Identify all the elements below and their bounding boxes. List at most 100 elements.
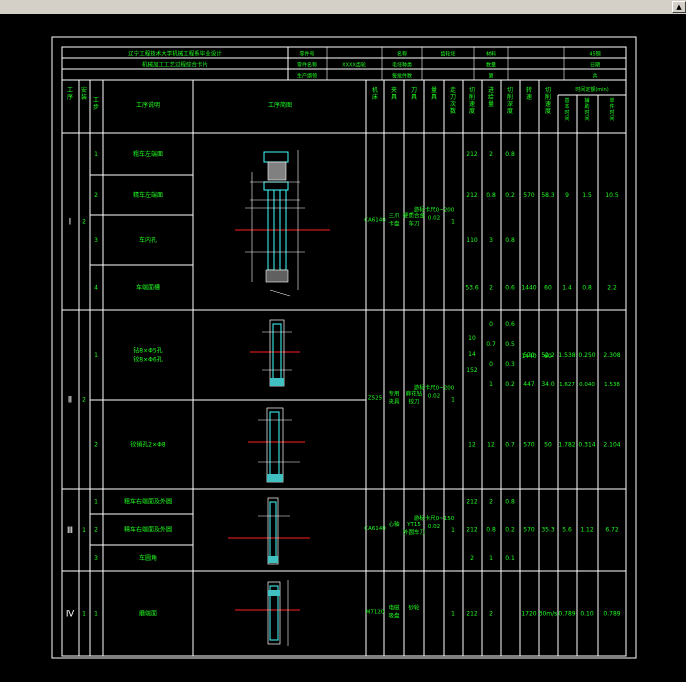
col-vc: 速 [545, 101, 551, 108]
sketch-process-2a [250, 319, 300, 387]
col-rpm: 速 [526, 94, 532, 101]
tool-value: 车刀 [408, 220, 419, 228]
feed-value: 1 [489, 381, 493, 388]
col-content: 工序说明 [136, 101, 160, 109]
rpm-value: 447 [523, 381, 535, 388]
process-number: Ⅰ [69, 218, 72, 228]
title-block-cell: XXXX齿轮 [342, 62, 366, 69]
title-block-cell: 齿轮坯 [440, 51, 455, 58]
vc-value: 60 [544, 353, 552, 360]
feed-value: 3 [489, 237, 493, 244]
t3-value: 2.308 [603, 352, 620, 359]
school-title: 辽宁工程技术大学机械工程系毕业设计 [128, 50, 222, 58]
feed-value: 0 [489, 361, 493, 368]
col-process: 工 [67, 87, 73, 94]
col-t2: 时 [584, 109, 589, 116]
t1-value: 1.4 [562, 285, 572, 292]
process-card-drawing: 辽宁工程技术大学机械工程系毕业设计 机械加工工艺过程综合卡片 零件号名称齿轮坯材… [51, 36, 637, 659]
step-number: 3 [94, 237, 98, 244]
speed-value: 212 [466, 611, 478, 618]
t2-value: 0.250 [578, 352, 595, 359]
measure-value: 0.02 [428, 216, 440, 222]
col-feed: 给 [488, 93, 494, 101]
col-rpm: 转 [526, 86, 532, 94]
title-block-cell: 每批件数 [392, 73, 412, 80]
col-fixture: 具 [391, 94, 397, 101]
step-number: 2 [94, 442, 98, 449]
t3-value: 0.789 [603, 611, 620, 618]
cad-canvas[interactable]: 辽宁工程技术大学机械工程系毕业设计 机械加工工艺过程综合卡片 零件号名称齿轮坯材… [0, 14, 686, 682]
step-content: 铰8×Φ6孔 [133, 356, 162, 364]
t3-value: 2.2 [607, 285, 617, 292]
depth-value: 0.2 [505, 381, 515, 388]
process-number: Ⅳ [66, 610, 75, 620]
col-t1: 时 [564, 109, 569, 116]
feed-value: 2 [489, 151, 493, 158]
col-t1: 间 [564, 115, 569, 122]
measure-value: 0.02 [428, 524, 440, 530]
feed-value: 2 [489, 611, 493, 618]
col-passes: 刀 [450, 94, 456, 101]
depth-value: 0.8 [505, 499, 515, 506]
title-block-cell: 第 [488, 73, 493, 80]
row-separators [62, 174, 626, 572]
setup-number: 1 [82, 527, 86, 534]
vc-value: 52.2 [541, 352, 555, 359]
title-block-cell: 材料 [486, 51, 496, 58]
speed-value: 212 [466, 192, 478, 199]
machine-value: CA6140 [364, 526, 386, 532]
fixture-value: 三爪 [388, 213, 400, 220]
t2-value: 0.10 [580, 611, 594, 618]
col-fixture: 夹 [391, 86, 397, 94]
col-tool: 刀 [411, 87, 417, 94]
col-t2: 辅 [584, 97, 589, 104]
step-number: 1 [94, 151, 98, 158]
fixture-value: 电磁 [388, 604, 400, 612]
tool-value: YT15 [406, 522, 421, 528]
fixture-value: 吸盘 [388, 612, 400, 620]
col-t3: 件 [609, 103, 614, 110]
feed-value: 12 [487, 442, 495, 449]
process-number: Ⅲ [67, 526, 73, 536]
col-passes: 走 [450, 86, 456, 94]
outer-border [51, 36, 637, 659]
measure-value: 游标卡尺0~150 [414, 514, 455, 522]
sketch-process-3 [228, 497, 310, 565]
scroll-up-button[interactable]: ▲ [672, 1, 686, 13]
chevron-up-icon: ▲ [676, 3, 682, 11]
setup-number: 1 [82, 611, 86, 618]
passes-value: 1 [451, 219, 455, 226]
step-content: 精车左端面 [133, 191, 163, 199]
t2-value: 0.8 [582, 285, 592, 292]
speed-value: 212 [466, 527, 478, 534]
depth-value: 0.6 [505, 321, 515, 328]
col-feed: 进 [488, 86, 494, 94]
title-block-cell: 毛坯种类 [392, 62, 412, 69]
col-step: 工 [93, 97, 99, 104]
step-content: 车内孔 [139, 236, 157, 244]
tool-value: 外圆车刀 [403, 528, 425, 536]
col-vc: 度 [545, 107, 551, 115]
tool-value: 硬质合金 [403, 212, 426, 220]
col-sketch: 工序简图 [268, 101, 292, 109]
depth-value: 0.2 [505, 527, 515, 534]
col-tool: 具 [411, 94, 417, 101]
column-header-labels: 工序安装工步工序说明工序简图机床夹具刀具量具走刀次数切削速度进给量切削深度转速切… [67, 86, 615, 122]
speed-value: 2 [470, 555, 474, 562]
rpm-value: 1440 [521, 285, 536, 292]
t3-value: 10.5 [605, 192, 619, 199]
passes-value: 1 [451, 527, 455, 534]
col-measure: 具 [431, 94, 437, 101]
feed-value: 0.8 [486, 527, 496, 534]
title-block-cell: 生产纲领 [297, 73, 317, 80]
title-block-cell: 45钢 [589, 51, 600, 58]
col-depth: 度 [507, 107, 513, 115]
depth-value: 0.3 [505, 361, 515, 368]
col-passes: 数 [450, 107, 456, 115]
column-headers [62, 80, 626, 656]
step-number: 2 [94, 527, 98, 534]
window-toolbar: ▲ [0, 0, 686, 15]
passes-value: 1 [451, 611, 455, 618]
step-number: 2 [94, 192, 98, 199]
